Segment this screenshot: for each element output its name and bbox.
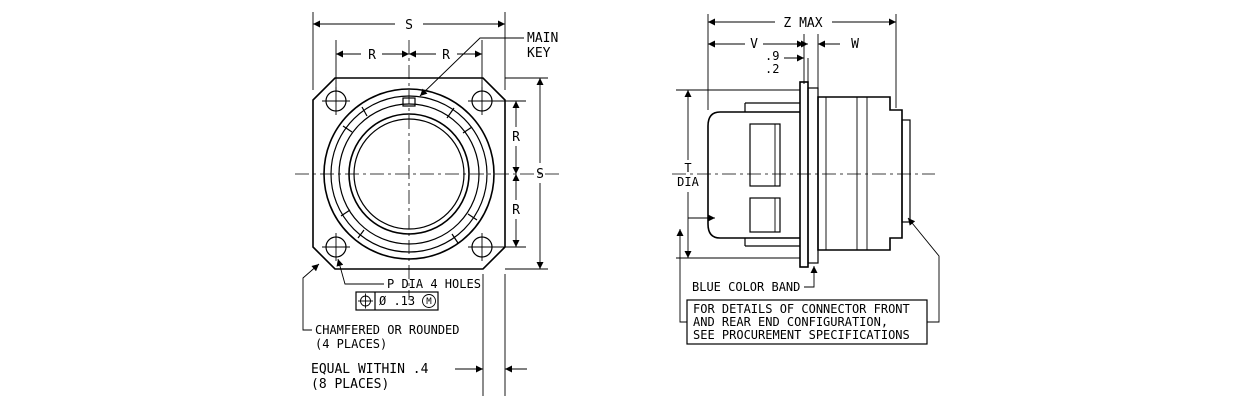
dim-r-upper-label: R <box>512 130 520 145</box>
dim-t-label-1: T <box>684 161 691 175</box>
rear-window-upper <box>749 123 781 187</box>
dim-r-left-label: R <box>368 48 376 63</box>
bayonet-slots <box>340 106 478 244</box>
hole-note: P DIA 4 HOLES <box>387 277 481 291</box>
tolerance-value: Ø .13 <box>379 294 415 308</box>
outer-ring <box>323 88 495 260</box>
main-key-label-2: KEY <box>527 46 551 61</box>
ring-2 <box>330 95 488 253</box>
dim-r-right-label: R <box>442 48 450 63</box>
color-band <box>807 87 819 264</box>
tolerance-frame: Ø .13 M <box>355 291 439 311</box>
mmc-modifier-icon <box>422 294 436 308</box>
dim-t-label-2: DIA <box>677 175 699 189</box>
main-key-label-1: MAIN <box>527 31 558 46</box>
tolerance-lower: .2 <box>765 62 779 76</box>
side-view: Z MAX V .9 .2 W T DIA BLUE COLOR BAND FO… <box>672 14 940 345</box>
dim-w-label: W <box>851 37 859 52</box>
front-view: S R R MAIN KEY R R S P DIA 4 HOLES <box>295 12 560 396</box>
dim-r-lower-label: R <box>512 203 520 218</box>
front-coupling <box>817 96 903 251</box>
side-flange <box>799 81 809 268</box>
corner-note-1: CHAMFERED OR ROUNDED <box>315 323 460 337</box>
notes-line-2: AND REAR END CONFIGURATION, <box>693 315 888 329</box>
ring-3 <box>338 103 480 245</box>
dim-s-side-label: S <box>536 167 544 182</box>
front-nose <box>901 119 911 223</box>
band-note: BLUE COLOR BAND <box>692 280 800 294</box>
equal-note-1: EQUAL WITHIN .4 <box>311 362 429 377</box>
flange-outline <box>312 77 506 270</box>
dim-v-label: V <box>750 37 758 52</box>
insert-face <box>348 113 470 235</box>
equal-note-2: (8 PLACES) <box>311 377 389 392</box>
tolerance-upper: .9 <box>765 49 779 63</box>
inner-ring <box>353 118 465 230</box>
tolerance-modifier: M <box>426 297 432 307</box>
corner-note-2: (4 PLACES) <box>315 337 387 351</box>
rear-window-lower <box>749 197 781 233</box>
rear-body <box>707 111 800 239</box>
notes-line-1: FOR DETAILS OF CONNECTOR FRONT <box>693 302 910 316</box>
notes-line-3: SEE PROCUREMENT SPECIFICATIONS <box>693 328 910 342</box>
main-key <box>402 97 416 107</box>
dim-s-top-label: S <box>405 18 413 33</box>
dim-z-label: Z MAX <box>783 16 822 31</box>
